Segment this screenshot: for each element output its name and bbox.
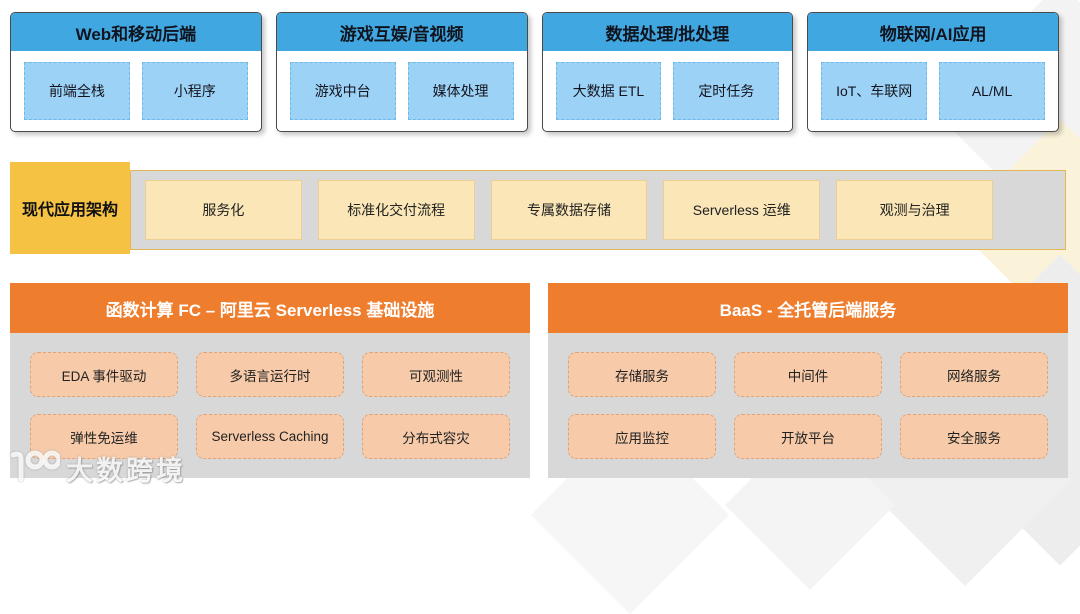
feature-item: 多语言运行时 [196, 352, 344, 397]
usecase-item: 定时任务 [673, 62, 780, 120]
fc-section: 函数计算 FC – 阿里云 Serverless 基础设施 EDA 事件驱动 多… [10, 283, 530, 478]
capability-item: 观测与治理 [836, 180, 993, 240]
feature-item: 网络服务 [900, 352, 1048, 397]
feature-item: 分布式容灾 [362, 414, 510, 459]
feature-item: 开放平台 [734, 414, 882, 459]
usecase-group-web-mobile: Web和移动后端 前端全栈 小程序 [10, 12, 262, 132]
capability-item: 专属数据存储 [490, 180, 648, 240]
usecase-group-iot-ai: 物联网/AI应用 IoT、车联网 AL/ML [807, 12, 1059, 132]
group-body: 前端全栈 小程序 [11, 51, 261, 131]
usecase-item: IoT、车联网 [821, 62, 928, 120]
feature-item: 应用监控 [568, 414, 716, 459]
group-title: 物联网/AI应用 [808, 13, 1058, 51]
usecase-item: AL/ML [939, 62, 1045, 120]
usecase-row: Web和移动后端 前端全栈 小程序 游戏互娱/音视频 游戏中台 媒体处理 数据处… [10, 12, 1059, 132]
modern-arch-label: 现代应用架构 [10, 162, 130, 254]
feature-item: EDA 事件驱动 [30, 352, 178, 397]
group-body: IoT、车联网 AL/ML [808, 51, 1058, 131]
usecase-item: 媒体处理 [407, 62, 514, 120]
group-title: 数据处理/批处理 [542, 13, 793, 51]
usecase-item: 小程序 [141, 62, 248, 120]
feature-item: 弹性免运维 [30, 414, 178, 459]
feature-item: 中间件 [734, 352, 882, 397]
baas-section: BaaS - 全托管后端服务 存储服务 中间件 网络服务 应用监控 开放平台 安… [548, 283, 1068, 478]
usecase-item: 游戏中台 [289, 62, 396, 120]
fc-section-title: 函数计算 FC – 阿里云 Serverless 基础设施 [10, 283, 530, 333]
group-title: Web和移动后端 [11, 13, 261, 51]
feature-item: Serverless Caching [196, 414, 344, 459]
feature-item: 可观测性 [362, 352, 510, 397]
capability-item: 标准化交付流程 [317, 180, 475, 240]
feature-item: 存储服务 [568, 352, 716, 397]
usecase-group-data-batch: 数据处理/批处理 大数据 ETL 定时任务 [541, 12, 794, 132]
feature-item: 安全服务 [900, 414, 1048, 459]
group-body: 游戏中台 媒体处理 [277, 51, 527, 131]
usecase-item: 大数据 ETL [555, 62, 662, 120]
group-title: 游戏互娱/音视频 [276, 13, 527, 51]
group-body: 大数据 ETL 定时任务 [543, 51, 793, 131]
fc-section-body: EDA 事件驱动 多语言运行时 可观测性 弹性免运维 Serverless Ca… [10, 333, 530, 478]
usecase-item: 前端全栈 [24, 62, 130, 120]
baas-section-title: BaaS - 全托管后端服务 [548, 283, 1068, 333]
capability-item: Serverless 运维 [663, 180, 821, 240]
usecase-group-game-media: 游戏互娱/音视频 游戏中台 媒体处理 [275, 12, 528, 132]
modern-arch-band: 服务化 标准化交付流程 专属数据存储 Serverless 运维 观测与治理 [130, 170, 1066, 250]
baas-section-body: 存储服务 中间件 网络服务 应用监控 开放平台 安全服务 [548, 333, 1068, 478]
capability-item: 服务化 [145, 180, 302, 240]
